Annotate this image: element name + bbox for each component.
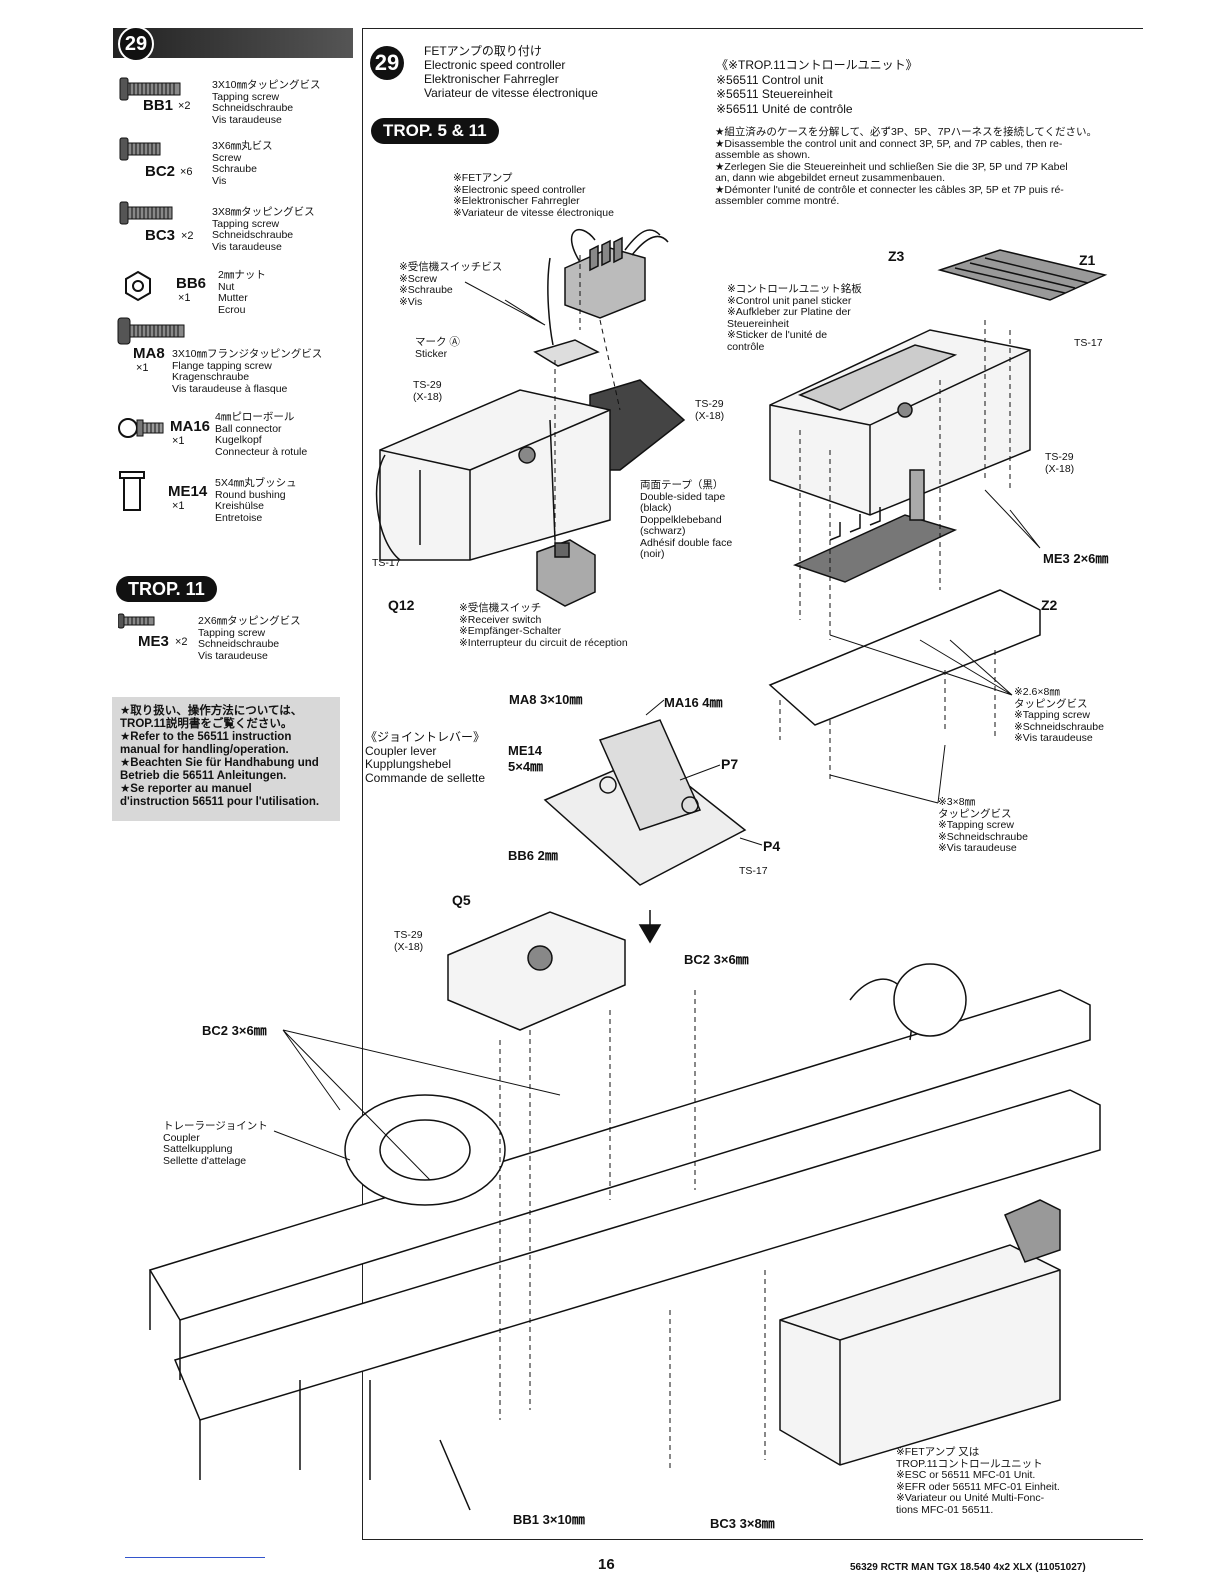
part-qty-bc3: ×2 bbox=[181, 230, 194, 242]
trop-5-11-badge: TROP. 5 & 11 bbox=[371, 118, 499, 144]
ball-connector-icon bbox=[118, 418, 164, 438]
me3-label: ME3 2×6㎜ bbox=[1043, 551, 1109, 566]
bb6-label: BB6 2㎜ bbox=[508, 848, 558, 863]
main-step-title: FETアンプの取り付け Electronic speed controller … bbox=[424, 44, 598, 100]
left-step-number: 29 bbox=[118, 26, 154, 62]
esc-or-control-unit-label: ※FETアンプ 又は TROP.11コントロールユニット ※ESC or 565… bbox=[896, 1446, 1060, 1516]
q12-label: Q12 bbox=[388, 597, 415, 613]
q12-box bbox=[375, 389, 611, 561]
nut-icon bbox=[125, 270, 151, 302]
me14-label: ME14 5×4㎜ bbox=[508, 743, 544, 774]
circuit-board bbox=[792, 469, 958, 583]
screw-3x8-label: ※3×8㎜ タッピングビス ※Tapping screw ※Schneidsch… bbox=[938, 796, 1028, 854]
bb1-label: BB1 3×10㎜ bbox=[513, 1512, 585, 1527]
part-code-bb1: BB1 bbox=[143, 97, 174, 114]
z1-grid-plate bbox=[937, 249, 1108, 301]
esc-module bbox=[547, 229, 669, 346]
part-code-bb6: BB6 bbox=[176, 275, 207, 292]
sticker-label: マーク Ⓐ Sticker bbox=[415, 336, 460, 360]
footer-rule bbox=[125, 1557, 265, 1558]
tapping-screw-icon bbox=[118, 613, 155, 629]
q5-label: Q5 bbox=[452, 892, 471, 908]
control-unit-title: 《※TROP.11コントロールユニット》 ※56511 Control unit… bbox=[716, 58, 918, 116]
ma8-label: MA8 3×10㎜ bbox=[509, 692, 583, 707]
z3-label: Z3 bbox=[888, 248, 905, 264]
ts29-label-b: TS-29 (X-18) bbox=[695, 398, 725, 422]
part-qty-bb6: ×1 bbox=[178, 292, 191, 304]
bc2-label-a: BC2 3×6㎜ bbox=[684, 952, 749, 967]
control-unit-note: ★組立済みのケースを分解して、必ず3P、5P、7Pハーネスを接続してください。 … bbox=[715, 126, 1097, 207]
receiver-switch bbox=[536, 539, 596, 607]
part-desc-me3: 2X6㎜タッピングビス Tapping screw Schneidschraub… bbox=[198, 615, 301, 662]
main-step-number: 29 bbox=[370, 46, 404, 80]
part-code-bc3: BC3 bbox=[145, 227, 176, 244]
trop11-badge: TROP. 11 bbox=[116, 576, 217, 602]
tapping-screw-icon bbox=[119, 77, 181, 101]
z1-label: Z1 bbox=[1079, 252, 1096, 268]
down-arrow-icon bbox=[638, 910, 662, 944]
part-qty-bc2: ×6 bbox=[180, 166, 193, 178]
receiver-screw-label: ※受信機スイッチビス ※Screw ※Schraube ※Vis bbox=[399, 261, 503, 308]
part-desc-ma16: 4㎜ピローボール Ball connector Kugelkopf Connec… bbox=[215, 411, 308, 458]
part-code-bc2: BC2 bbox=[145, 163, 176, 180]
coupler-lever-label: 《ジョイントレバー》 Coupler lever Kupplungshebel … bbox=[365, 730, 486, 785]
page-number: 16 bbox=[598, 1556, 615, 1573]
z2-base-plate bbox=[768, 589, 1041, 726]
part-desc-bb6: 2㎜ナット Nut Mutter Ecrou bbox=[218, 269, 266, 316]
ts17-label-c: TS-17 bbox=[739, 865, 768, 877]
part-code-me14: ME14 bbox=[168, 483, 208, 500]
main-panel-border bbox=[362, 28, 1143, 1540]
part-desc-me14: 5X4㎜丸ブッシュ Round bushing Kreishülse Entre… bbox=[215, 477, 297, 524]
part-qty-ma8: ×1 bbox=[136, 362, 149, 374]
part-qty-bb1: ×2 bbox=[178, 100, 191, 112]
part-qty-me3: ×2 bbox=[175, 636, 188, 648]
part-desc-ma8: 3X10㎜フランジタッピングビス Flange tapping screw Kr… bbox=[172, 348, 323, 395]
flange-screw-icon bbox=[117, 317, 185, 345]
esc-label: ※FETアンプ ※Electronic speed controller ※El… bbox=[453, 172, 614, 219]
screw-icon bbox=[119, 137, 161, 161]
chassis-frame bbox=[148, 963, 1101, 1511]
part-code-ma16: MA16 bbox=[170, 418, 211, 435]
q5-cover bbox=[447, 911, 626, 1031]
part-qty-ma16: ×1 bbox=[172, 435, 185, 447]
part-desc-bc3: 3X8㎜タッピングビス Tapping screw Schneidschraub… bbox=[212, 206, 315, 253]
part-code-ma8: MA8 bbox=[133, 345, 165, 362]
bc2-label-b: BC2 3×6㎜ bbox=[202, 1023, 267, 1038]
document-id: 56329 RCTR MAN TGX 18.540 4x2 XLX (11051… bbox=[850, 1562, 1086, 1573]
ts29-label-a: TS-29 (X-18) bbox=[413, 379, 443, 403]
handling-note: ★取り扱い、操作方法については、 TROP.11説明書をご覧ください。 ★Ref… bbox=[112, 697, 340, 821]
control-unit-box bbox=[769, 329, 1031, 516]
ts17-label-a: TS-17 bbox=[372, 557, 401, 569]
part-qty-me14: ×1 bbox=[172, 500, 185, 512]
tape-label: 両面テープ（黒） Double-sided tape (black) Doppe… bbox=[640, 479, 733, 560]
part-desc-bc2: 3X6㎜丸ビス Screw Schraube Vis bbox=[212, 140, 273, 187]
coupler-label: トレーラージョイント Coupler Sattelkupplung Sellet… bbox=[163, 1120, 268, 1167]
p7-label: P7 bbox=[721, 756, 739, 772]
part-code-me3: ME3 bbox=[138, 633, 169, 650]
parts-icons bbox=[117, 77, 185, 511]
sticker-plate bbox=[533, 339, 600, 367]
tapping-screw-icon bbox=[119, 201, 173, 225]
bc3-label: BC3 3×8㎜ bbox=[710, 1516, 775, 1531]
panel-sticker-label: ※コントロールユニット銘板 ※Control unit panel sticke… bbox=[727, 283, 862, 353]
z2-label: Z2 bbox=[1041, 597, 1058, 613]
ma16-label: MA16 4㎜ bbox=[664, 695, 723, 710]
screw-26-label: ※2.6×8㎜ タッピングビス ※Tapping screw ※Schneids… bbox=[1014, 686, 1104, 744]
ts29-label-d: TS-29 (X-18) bbox=[394, 929, 424, 953]
ts29-label-c: TS-29 (X-18) bbox=[1045, 451, 1075, 475]
ts17-label-b: TS-17 bbox=[1074, 337, 1103, 349]
receiver-switch-label: ※受信機スイッチ ※Receiver switch ※Empfänger-Sch… bbox=[459, 602, 628, 649]
p4-label: P4 bbox=[763, 838, 781, 854]
part-desc-bb1: 3X10㎜タッピングビス Tapping screw Schneidschrau… bbox=[212, 79, 321, 126]
bushing-icon bbox=[119, 471, 145, 511]
coupler-lever-assembly bbox=[543, 719, 747, 886]
